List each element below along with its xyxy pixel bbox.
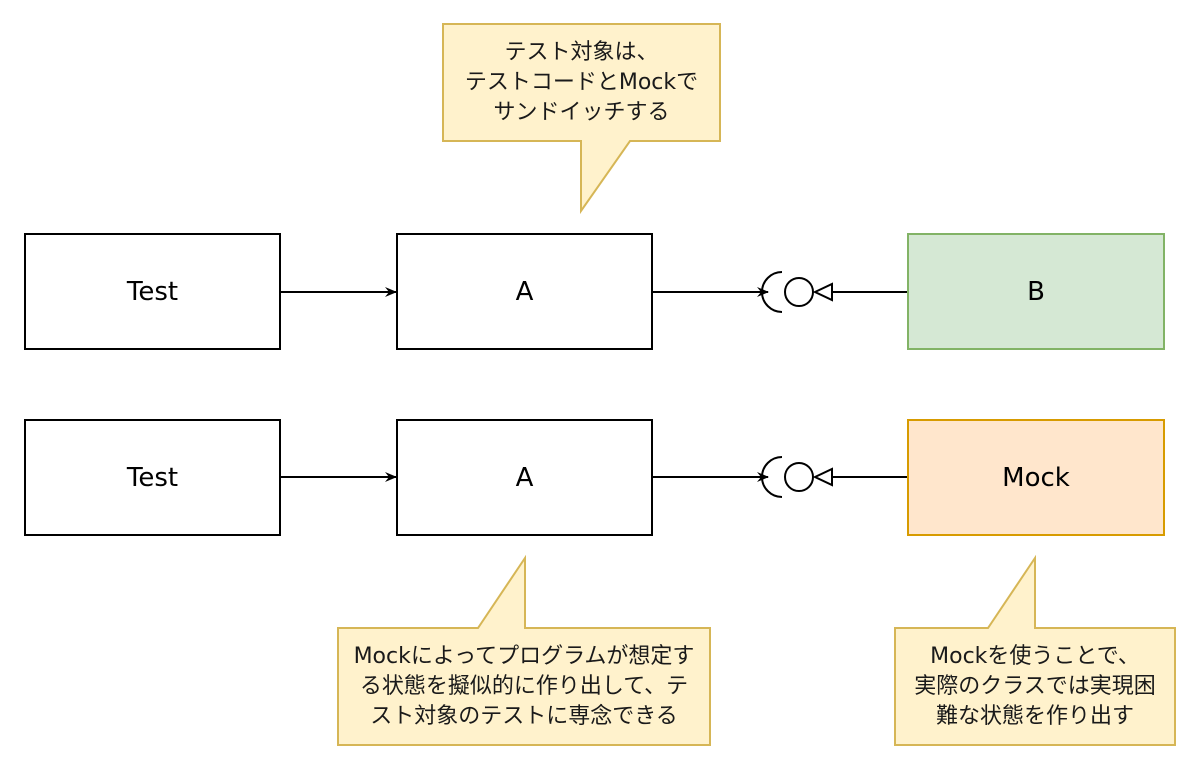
callout-top-line-2: テストコードとMockで: [464, 69, 699, 95]
node-a-row1[interactable]: A: [396, 233, 653, 350]
node-test-row1[interactable]: Test: [24, 233, 281, 350]
callout-bottom-middle-line-1: Mockによってプログラムが想定す: [353, 643, 695, 669]
interface-socket-icon-row2: [761, 456, 783, 498]
interface-lollipop-icon-row1: [784, 277, 814, 307]
node-b[interactable]: B: [907, 233, 1165, 350]
callout-bottom-right-line-3: 難な状態を作り出す: [935, 703, 1134, 729]
callout-top-text: テスト対象は、 テストコードとMockで サンドイッチする: [443, 24, 720, 141]
callout-shape-top: [442, 23, 721, 215]
callout-bottom-right-line-1: Mockを使うことで、: [930, 643, 1140, 669]
node-test-row2-label: Test: [126, 462, 179, 493]
callout-top-line-3: サンドイッチする: [493, 99, 670, 125]
node-a-row1-label: A: [515, 276, 534, 307]
node-test-row1-label: Test: [126, 276, 179, 307]
callout-bottom-middle-line-3: スト対象のテストに専念できる: [370, 703, 678, 729]
interface-lollipop-icon-row2: [784, 462, 814, 492]
node-a-row2[interactable]: A: [396, 419, 653, 536]
callout-bottom-middle-text: Mockによってプログラムが想定す る状態を擬似的に作り出して、テ スト対象のテ…: [338, 628, 710, 745]
node-b-label: B: [1027, 276, 1045, 307]
callout-top-line-1: テスト対象は、: [504, 39, 659, 65]
realization-arrow-icon-row2: [812, 467, 833, 487]
callout-shape-bottom-middle: [337, 554, 711, 746]
node-mock-label: Mock: [1002, 462, 1070, 493]
callout-bottom-right-text: Mockを使うことで、 実際のクラスでは実現困 難な状態を作り出す: [895, 628, 1175, 745]
callout-shape-bottom-right: [894, 554, 1176, 746]
node-mock[interactable]: Mock: [907, 419, 1165, 536]
node-test-row2[interactable]: Test: [24, 419, 281, 536]
interface-socket-icon-row1: [761, 271, 783, 313]
callout-bottom-middle-line-2: る状態を擬似的に作り出して、テ: [359, 673, 689, 699]
node-a-row2-label: A: [515, 462, 534, 493]
realization-arrow-icon-row1: [812, 282, 833, 302]
callout-bottom-right-line-2: 実際のクラスでは実現困: [914, 673, 1156, 699]
